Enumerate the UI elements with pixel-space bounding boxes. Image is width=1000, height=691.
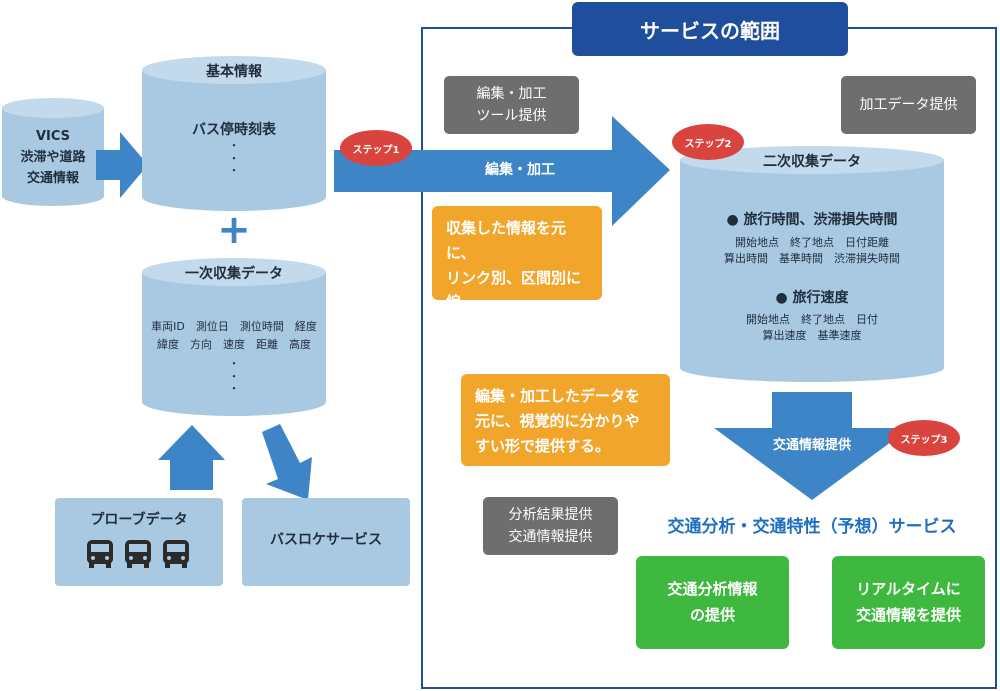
bus-icon [87,540,113,568]
probe-data-box: プローブデータ [55,498,223,586]
step1-arrow-label: 編集・加工 [485,162,555,178]
basic-info-cylinder [142,56,326,211]
primary-data-fields-1: 車両ID 測位日 測位時間 経度 [151,320,317,333]
arrow-step1 [334,116,670,226]
service-scope-title-text: サービスの範囲 [640,18,780,43]
vics-text: VICS 渋滞や道路 交通情報 [20,129,86,186]
secondary-data-cylinder [680,146,944,382]
orange-note-2: 編集・加工したデータを 元に、視覚的に分かりや すい形で提供する。 [461,374,670,466]
step2-label: ステップ2 [684,138,732,150]
primary-data-title: 一次収集データ [185,266,283,282]
secondary-data-title: 二次収集データ [763,154,861,170]
step3-label: ステップ3 [900,434,948,446]
vics-cylinder [2,98,104,206]
secondary-section2-line1: 開始地点 終了地点 日付 [746,313,878,326]
step1-badge: ステップ1 [340,130,412,166]
arrow-traffic-provision [714,392,910,500]
green-box-analysis: 交通分析情報 の提供 [636,556,789,649]
secondary-section2-title: ● 旅行速度 [775,290,849,306]
secondary-section2-line2: 算出速度 基準速度 [762,329,862,342]
orange-note-1: 収集した情報を元に、 リンク別、区間別に編 集・加工を行う。 [432,206,602,336]
service-scope-title: サービスの範囲 [572,2,848,56]
edit-tool-box: 編集・加工 ツール提供 [444,76,579,134]
bus-location-label: バスロケサービス [270,532,382,548]
basic-info-item: バス停時刻表 [192,122,276,138]
traffic-provision-label: 交通情報提供 [772,438,851,453]
arrow-probe-to-primary [158,425,225,490]
bus-icon [163,540,189,568]
bus-location-box: バスロケサービス [242,498,410,586]
bus-icons [87,540,189,568]
green-box-realtime: リアルタイムに 交通情報を提供 [832,556,985,649]
service-title: 交通分析・交通特性（予想）サービス [667,517,957,537]
primary-data-cylinder [142,258,326,416]
step1-label: ステップ1 [352,144,400,156]
secondary-section1-line1: 開始地点 終了地点 日付距離 [735,236,889,249]
arrow-vics-to-basic [96,132,148,198]
primary-data-dots: ・ ・ ・ [228,357,240,396]
secondary-section1-line2: 算出時間 基準時間 渋滞損失時間 [724,252,900,265]
step3-badge: ステップ3 [888,420,960,456]
secondary-section1-title: ● 旅行時間、渋滞損失時間 [726,212,898,228]
analysis-box: 分析結果提供 交通情報提供 [483,497,618,555]
arrow-primary-to-busloc [262,424,312,500]
bus-icon [125,540,151,568]
plus-sign: + [217,207,251,253]
processed-data-box: 加工データ提供 [841,76,976,134]
basic-info-dots: ・ ・ ・ [228,139,240,178]
step2-badge: ステップ2 [672,124,744,160]
primary-data-fields-2: 緯度 方向 速度 距離 高度 [157,338,311,351]
basic-info-title: 基本情報 [206,64,262,80]
probe-data-label: プローブデータ [90,512,188,528]
